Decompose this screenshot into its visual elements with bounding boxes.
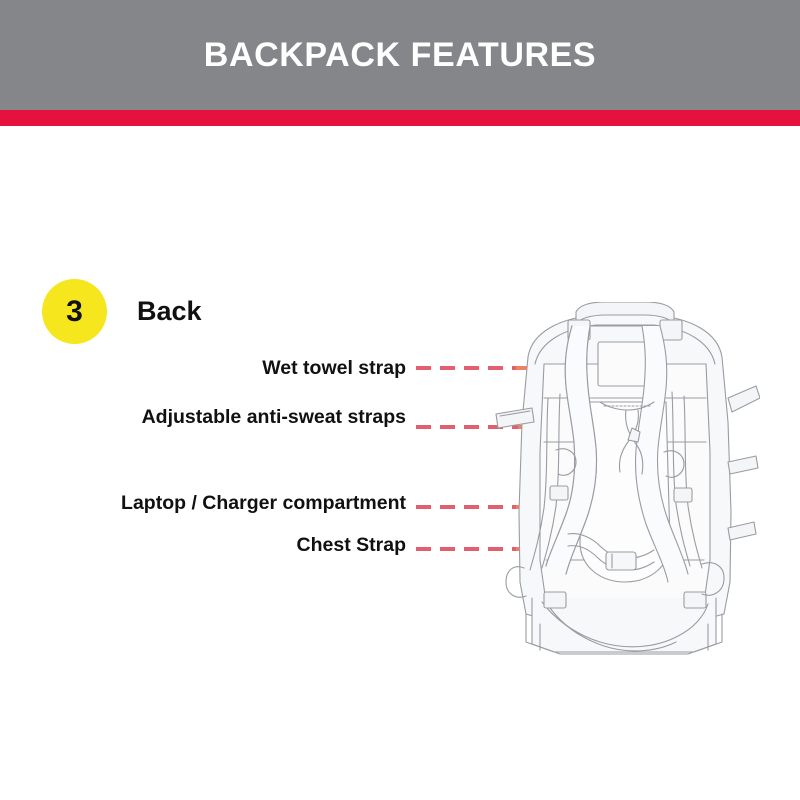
callout-label-chest-strap: Chest Strap — [296, 534, 406, 556]
section-title: Back — [137, 296, 202, 326]
callout-label-wet-towel-strap: Wet towel strap — [262, 357, 406, 379]
header-accent-bar — [0, 110, 800, 126]
section-heading: 3 Back — [42, 279, 202, 344]
leader-line-laptop-compartment — [416, 505, 516, 509]
leader-line-chest-strap — [416, 547, 516, 551]
step-number-badge: 3 — [42, 279, 107, 344]
callout-label-adjustable-anti-sweat-straps: Adjustable anti-sweat straps — [141, 406, 406, 428]
page-title: BACKPACK FEATURES — [203, 36, 597, 74]
page-header: BACKPACK FEATURES — [0, 0, 800, 110]
leader-line-anti-sweat-straps — [416, 425, 518, 429]
step-number-label: 3 — [66, 294, 83, 328]
callout-label-laptop-charger-compartment: Laptop / Charger compartment — [121, 492, 406, 514]
backpack-illustration — [488, 302, 760, 662]
leader-line-wet-towel-strap — [416, 366, 516, 370]
